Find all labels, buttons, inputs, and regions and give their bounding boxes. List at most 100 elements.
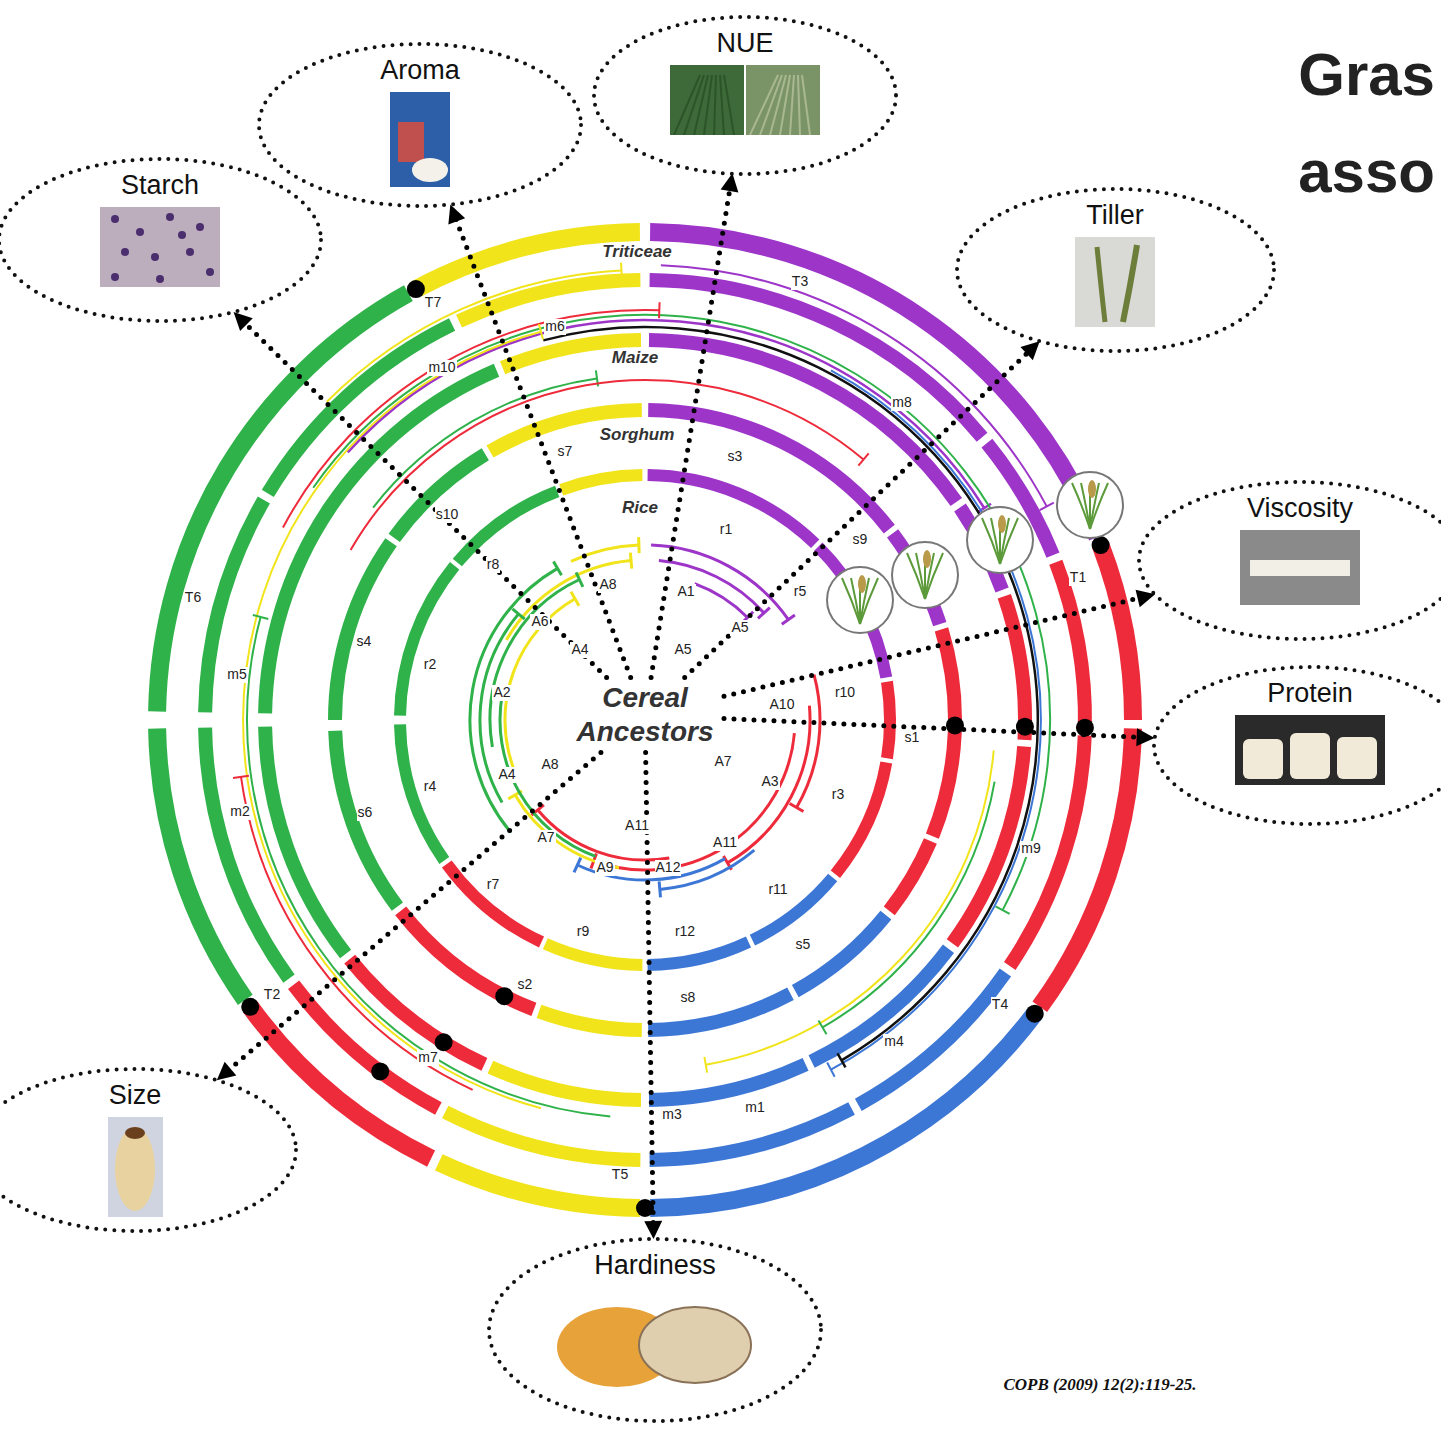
plant-head [998,515,1006,533]
synteny-link [651,545,788,620]
plant-leaf [907,553,925,599]
dotted-line [685,351,1030,678]
plant-icon [1057,472,1123,538]
chromosome-segment [795,915,886,991]
starch-granule [121,248,129,256]
synteny-tick [630,553,631,569]
chromosome-segment [561,475,642,490]
dotted-line [455,218,630,678]
title-fragment: Gras [1297,42,1436,108]
chromosome-label: T2 [263,987,281,1002]
trait-name: Starch [0,155,325,201]
synteny-tick [790,804,804,812]
chromosome-label: A7 [713,754,732,769]
trait-picture [1240,530,1360,605]
trait-circle: Starch [0,155,325,325]
synteny-tick [571,592,579,606]
picture-group [557,1307,751,1387]
chromosome-label: A2 [492,685,511,700]
chromosome-segment [205,500,264,712]
synteny-link [706,751,994,1065]
dotted-arrow [724,590,1155,697]
arrow-head [234,312,253,331]
chromosome-label: r9 [576,924,590,939]
chromosome-label: s3 [727,449,744,464]
trait-picture [555,1287,755,1392]
citation: COPB (2009) 12(2):119-25. [1002,1376,1197,1395]
plant-icon [892,542,958,608]
chromosome-label: m2 [229,804,250,819]
chromosome-segment [539,1011,642,1030]
trait-name: Tiller [953,185,1278,231]
chromosome-label: m9 [1020,841,1041,856]
genome-name: Sorghum [599,426,676,445]
field-row [780,75,790,135]
field-row [714,75,716,135]
chromosome-label: m4 [883,1034,904,1049]
chromosome-label: m8 [891,395,912,410]
synteny-tick [576,572,583,587]
trait-circle: Aroma [255,40,585,210]
chromosome-label: A12 [655,860,682,875]
picture-group [390,92,450,187]
field-row [720,75,724,135]
trait-name: Protein [1150,663,1441,709]
trait-circle: Size [0,1065,300,1235]
trait-picture [100,207,220,287]
starch-granule [111,273,119,281]
synteny-tick [574,858,581,873]
synteny-tick [659,881,660,897]
picture-group [1240,530,1360,605]
bread-loaf [1290,733,1330,779]
locus-dot [1026,1005,1044,1023]
trait-name: Aroma [255,40,585,86]
bread-photo [1235,715,1385,785]
synteny-tick [838,1053,846,1067]
locus-dot [435,1033,453,1051]
synteny-link [831,370,1041,1069]
starch-granule [111,215,119,223]
synteny-link [515,795,619,868]
chromosome-label: m3 [661,1107,682,1122]
field-photo [670,65,744,135]
chromosome-segment [889,841,930,911]
synteny-tick [554,562,562,576]
chromosome-label: A3 [760,774,779,789]
chromosome-segment [447,864,542,942]
trait-circle: Viscosity [1135,478,1441,643]
center-title: Cereal Ancestors [570,681,720,748]
synteny-tick [858,453,868,465]
synteny-tick [253,615,268,619]
synteny-tick [704,1057,707,1073]
plant-icon [967,507,1033,573]
dotted-arrow [724,719,1155,747]
trait-picture [1235,715,1385,785]
chromosome-label: s10 [435,507,460,522]
picture-group [1075,237,1155,327]
arrow-head [217,1062,237,1081]
field-row [790,75,794,135]
chromosome-label: m1 [744,1100,765,1115]
chromosome-segment [335,542,391,720]
chromosome-label: A10 [769,697,796,712]
trait-circle: Tiller [953,185,1278,355]
chromosome-label: T7 [424,295,442,310]
chromosome-label: r7 [486,877,500,892]
chromosome-segment [439,1162,640,1208]
synteny-link [490,580,579,747]
bread-loaf [1337,737,1377,779]
chromosome-label: r8 [486,557,500,572]
field-row [724,75,734,135]
synteny-tick [658,302,661,318]
locus-dot [371,1062,389,1080]
field-row [704,75,712,135]
chromosome-label: m10 [427,360,456,375]
chromosome-label: s1 [904,730,921,745]
plant-head [923,550,931,568]
grain-tip [125,1127,145,1139]
synteny-link [695,584,748,618]
field-row [770,75,786,135]
chromosome-label: s6 [357,805,374,820]
chromosome-segment [835,763,886,875]
picture-group [1235,715,1385,785]
